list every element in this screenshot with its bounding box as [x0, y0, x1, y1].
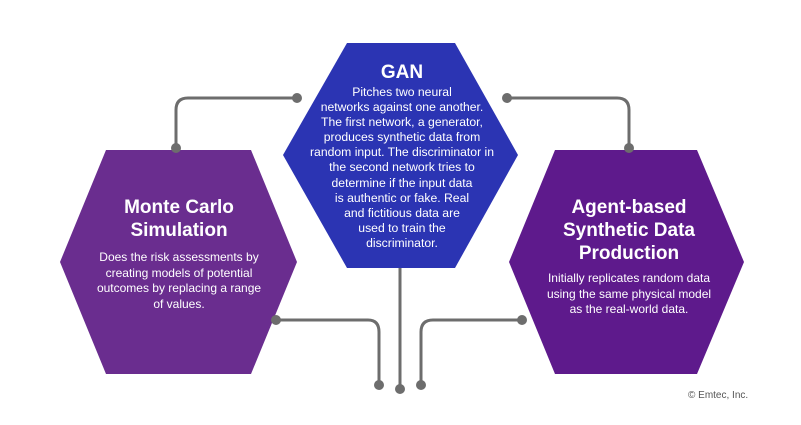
gan-description-line: discriminator. [366, 235, 438, 250]
agent-based-description-line: Initially replicates random data [547, 271, 711, 285]
connector-dot [374, 380, 384, 390]
agent-based-text-block: Agent-based Synthetic Data Production In… [518, 196, 740, 318]
monte-carlo-description-line: of values. [153, 296, 205, 311]
monte-carlo-description: Does the risk assessments by creating mo… [70, 250, 288, 312]
agent-based-description: Initially replicates random data using t… [518, 271, 740, 318]
gan-description-line: the second network tries to [329, 160, 475, 175]
gan-description: Pitches two neural networks against one … [297, 85, 507, 251]
agent-based-title-line: Production [578, 243, 680, 264]
connector-dot [624, 143, 634, 153]
agent-based-title-line: Synthetic Data [563, 220, 695, 241]
connector-dot [271, 315, 281, 325]
connector-monte-carlo-gan [174, 96, 297, 148]
connector-agent-based-bottom [419, 318, 522, 383]
agent-based-title: Agent-based Synthetic Data Production [518, 196, 740, 265]
gan-description-line: determine if the input data [331, 175, 473, 190]
monte-carlo-title-line: Simulation [130, 220, 228, 241]
copyright-notice: © Emtec, Inc. [688, 390, 749, 401]
gan-description-line: produces synthetic data from [323, 130, 481, 145]
connector-dot [171, 143, 181, 153]
gan-description-line: random input. The discriminator in [309, 145, 495, 160]
gan-text-block: GAN Pitches two neural networks against … [297, 63, 507, 251]
gan-description-line: and fictitious data are [344, 205, 460, 220]
monte-carlo-text-block: Monte Carlo Simulation Does the risk ass… [70, 196, 288, 312]
monte-carlo-hexagon [60, 150, 297, 374]
connector-dot [502, 93, 512, 103]
agent-based-description-line: as the real-world data. [569, 302, 689, 316]
connector-dot [517, 315, 527, 325]
monte-carlo-description-line: creating models of potential [105, 265, 253, 280]
gan-description-line: networks against one another. [320, 100, 484, 115]
connectors [174, 96, 631, 387]
agent-based-title-line: Agent-based [571, 197, 687, 218]
monte-carlo-description-line: outcomes by replacing a range [96, 281, 262, 295]
connector-dot [416, 380, 426, 390]
gan-hexagon [283, 43, 518, 268]
gan-title: GAN [380, 62, 424, 83]
connector-dot [395, 384, 405, 394]
monte-carlo-title: Monte Carlo Simulation [70, 196, 288, 242]
gan-description-line: Pitches two neural [352, 85, 452, 99]
gan-description-line: is authentic or fake. Real [334, 190, 470, 205]
connector-dots [171, 93, 634, 394]
connector-gan-agent-based [507, 96, 631, 148]
gan-description-line: used to train the [358, 220, 446, 235]
connector-dot [292, 93, 302, 103]
monte-carlo-title-line: Monte Carlo [124, 197, 234, 218]
monte-carlo-description-line: Does the risk assessments by [99, 250, 259, 264]
connector-monte-carlo-bottom [276, 318, 381, 383]
agent-based-hexagon [509, 150, 744, 374]
gan-description-line: The first network, a generator, [321, 115, 483, 130]
agent-based-description-line: using the same physical model [546, 286, 712, 301]
